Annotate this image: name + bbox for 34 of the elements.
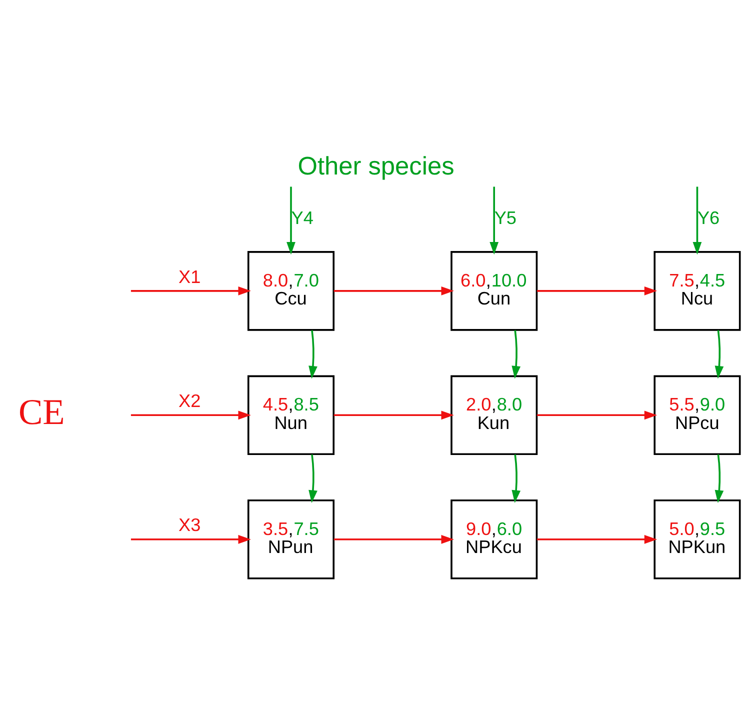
node-box: 3.5,7.5 NPun: [247, 498, 335, 579]
arrow: [714, 330, 724, 378]
edge-label: Y5: [494, 207, 517, 228]
arrow: [536, 534, 658, 544]
arrow: [512, 330, 521, 378]
arrow: [130, 286, 251, 295]
arrow: [536, 286, 658, 295]
arrow: [308, 454, 318, 502]
node-box: 6.0,10.0 Cun: [450, 250, 538, 330]
edge-label: X3: [178, 514, 201, 535]
node-box: 5.5,9.0 NPcu: [654, 374, 741, 455]
edge-label: Y6: [697, 207, 720, 228]
edge-label: X2: [178, 390, 201, 410]
arrow: [512, 454, 521, 502]
arrow: [286, 186, 296, 254]
node-box: 7.5,4.5 Ncu: [654, 250, 741, 330]
arrow: [714, 454, 724, 502]
label: CE: [18, 392, 65, 432]
node-box: 5.0,9.5 NPKun: [654, 498, 741, 579]
node-box: 4.5,8.5 Nun: [247, 374, 335, 455]
arrow: [692, 186, 702, 254]
arrow: [334, 286, 454, 295]
arrow: [490, 186, 499, 254]
arrow: [130, 534, 251, 544]
edge-label: X1: [178, 266, 201, 286]
diagram-title: Other species: [298, 152, 454, 180]
node-box: 8.0,7.0 Ccu: [247, 250, 335, 330]
node-box: 9.0,6.0 NPKcu: [450, 498, 538, 579]
arrow: [130, 410, 251, 420]
arrow: [334, 410, 454, 420]
arrow: [308, 330, 318, 378]
arrow: [536, 410, 658, 420]
node-box: 2.0,8.0 Kun: [450, 374, 538, 455]
arrow: [334, 534, 454, 544]
